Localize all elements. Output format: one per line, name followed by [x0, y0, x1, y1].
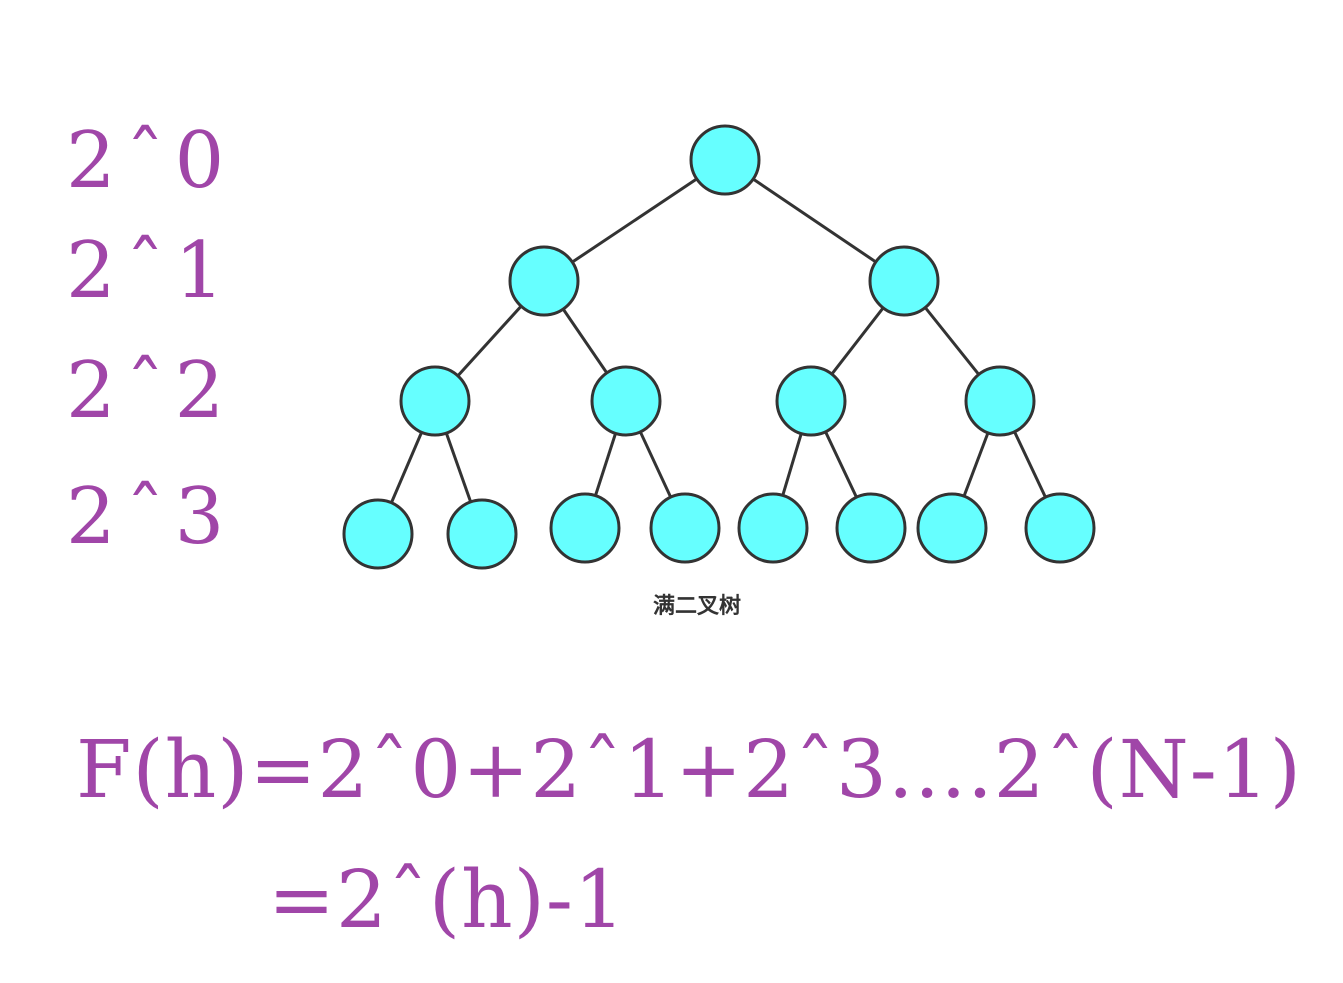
tree-node-l2-n3	[964, 365, 1036, 437]
tree-node-l3-n6	[916, 492, 988, 564]
level-label-0: 2ˆ0	[66, 116, 235, 206]
tree-node-l3-n3	[649, 492, 721, 564]
level-label-2: 2ˆ2	[66, 346, 235, 436]
tree-edge-l0-n0-left	[543, 158, 726, 283]
tree-node-l1-n0	[508, 245, 580, 317]
tree-node-l3-n5	[835, 492, 907, 564]
formula-line-1: F(h)=2ˆ0+2ˆ1+2ˆ3....2ˆ(N-1)	[76, 723, 1302, 816]
tree-edge-l0-n0-right	[724, 158, 905, 283]
tree-node-l2-n1	[590, 365, 662, 437]
tree-node-l3-n4	[737, 492, 809, 564]
tree-node-l2-n2	[775, 365, 847, 437]
tree-node-l3-n2	[549, 492, 621, 564]
level-label-3: 2ˆ3	[66, 472, 235, 562]
tree-node-l3-n1	[446, 498, 518, 570]
tree-caption: 满二叉树	[653, 594, 742, 619]
formula-line-2: =2ˆ(h)-1	[268, 853, 626, 946]
level-label-1: 2ˆ1	[66, 226, 235, 316]
tree-node-l2-n0	[399, 365, 471, 437]
tree-node-l1-n1	[868, 245, 940, 317]
tree-node-l3-n7	[1024, 492, 1096, 564]
tree-node-l0-n0	[689, 124, 761, 196]
tree-node-l3-n0	[342, 498, 414, 570]
